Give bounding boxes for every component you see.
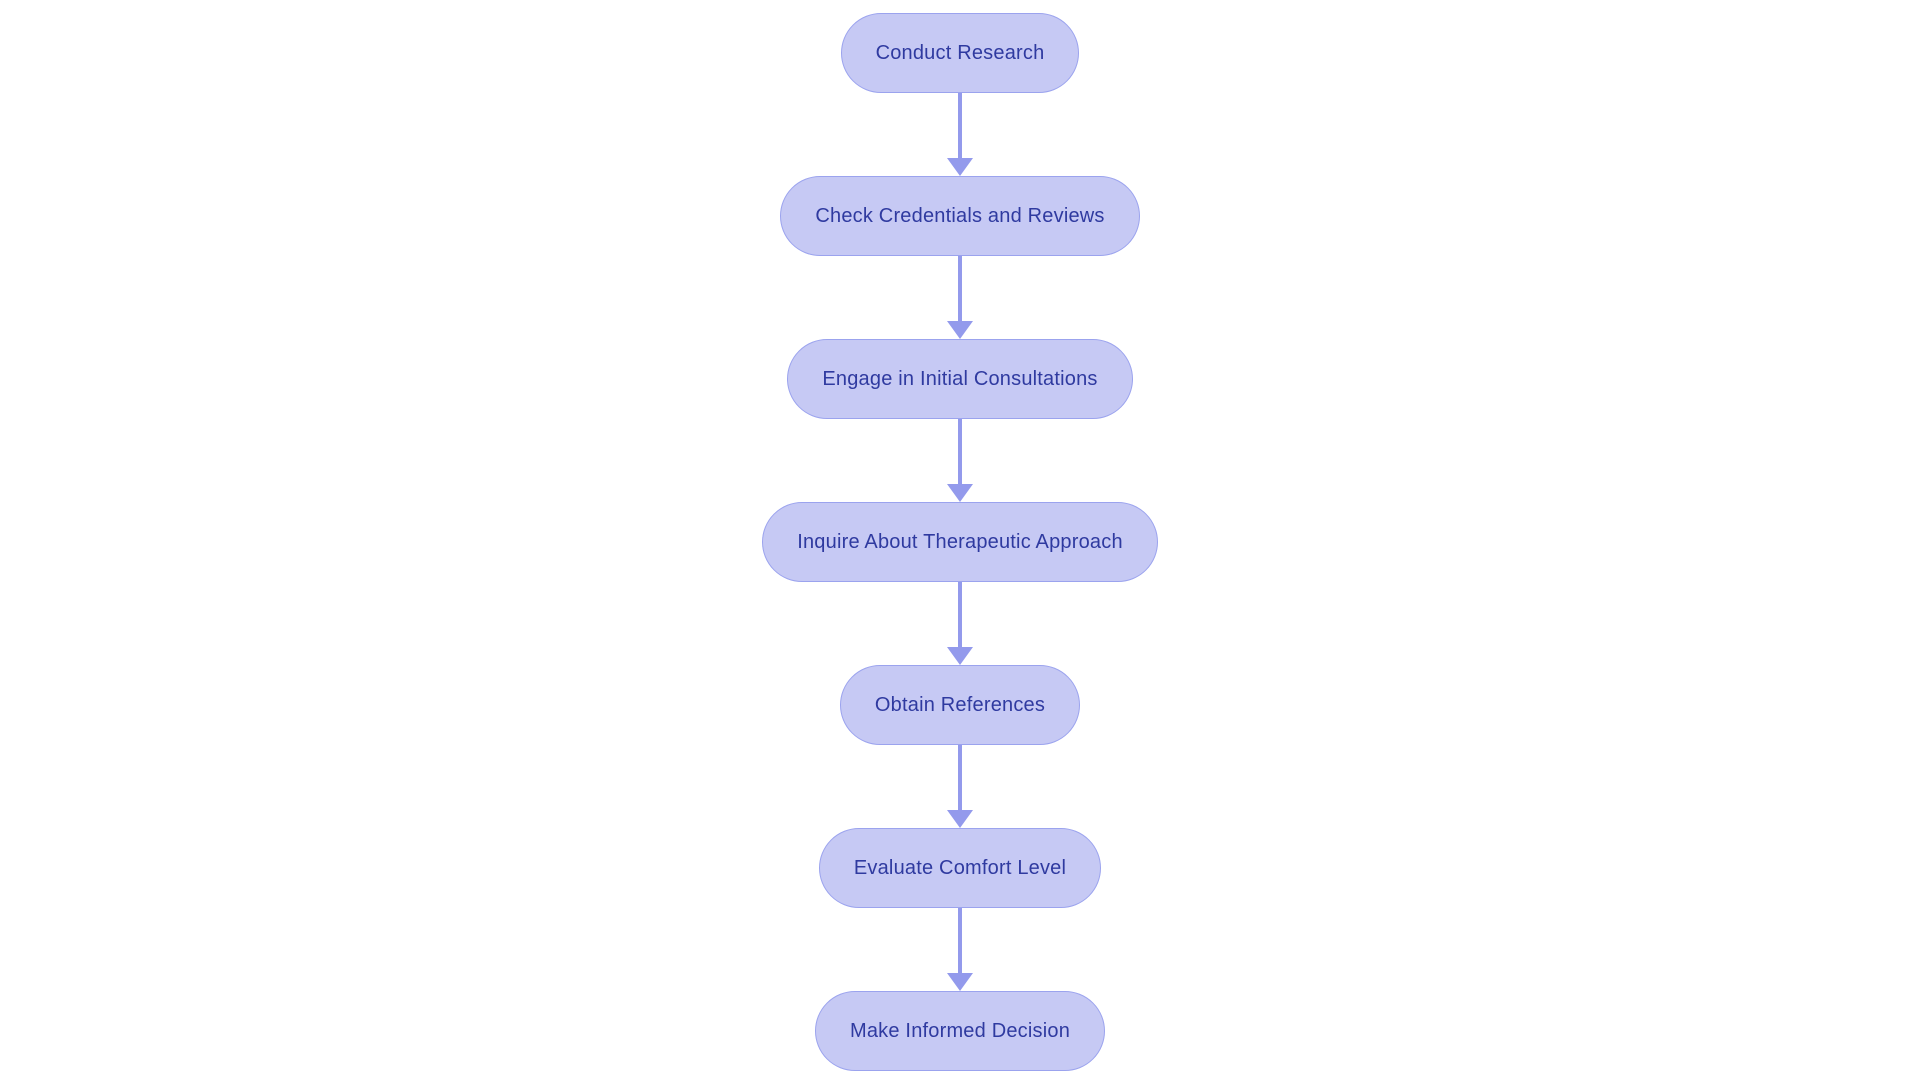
node-label: Check Credentials and Reviews [815,204,1105,227]
flow-arrow [947,256,973,339]
node-evaluate-comfort-level: Evaluate Comfort Level [818,828,1102,908]
node-label: Make Informed Decision [849,1019,1071,1042]
arrow-line [958,582,962,647]
arrow-line [958,419,962,484]
arrow-line [958,745,962,810]
node-label: Engage in Initial Consultations [822,367,1098,390]
node-label: Evaluate Comfort Level [853,856,1067,879]
node-conduct-research: Conduct Research [840,13,1080,93]
node-label: Conduct Research [875,41,1045,64]
flow-arrow [947,582,973,665]
arrow-line [958,256,962,321]
arrowhead-down-icon [947,158,973,176]
node-obtain-references: Obtain References [839,665,1081,745]
arrow-line [958,908,962,973]
arrowhead-down-icon [947,810,973,828]
arrowhead-down-icon [947,647,973,665]
arrowhead-down-icon [947,321,973,339]
node-label: Inquire About Therapeutic Approach [797,530,1123,553]
node-engage-in-initial-consultations: Engage in Initial Consultations [787,339,1133,419]
arrowhead-down-icon [947,973,973,991]
flow-arrow [947,419,973,502]
flow-arrow [947,93,973,176]
node-label: Obtain References [874,693,1046,716]
node-inquire-about-therapeutic-approach: Inquire About Therapeutic Approach [762,502,1158,582]
node-check-credentials-and-reviews: Check Credentials and Reviews [780,176,1140,256]
node-make-informed-decision: Make Informed Decision [814,991,1106,1071]
flow-arrow [947,908,973,991]
arrowhead-down-icon [947,484,973,502]
arrow-line [958,93,962,158]
flow-arrow [947,745,973,828]
